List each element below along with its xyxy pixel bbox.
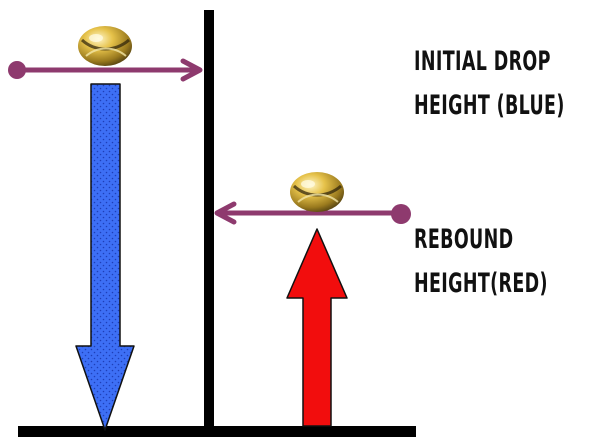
initial-drop-arrow [75,83,135,431]
pointer-dot [8,61,26,79]
vertical-pole [204,10,214,430]
initial-drop-label: Initial Drop height (blue) [414,40,565,128]
rebound-label-line2: Height(red) [414,268,548,299]
initial-drop-pointer [8,58,203,82]
initial-drop-label-line2: height (blue) [414,90,565,121]
initial-drop-label-line1: Initial Drop [414,46,551,77]
pointer-dot [391,204,411,224]
rebound-label: Rebound Height(red) [414,218,548,306]
ground-line [18,426,416,437]
tennis-ball-icon [290,172,344,212]
tennis-ball-icon [78,26,132,66]
rebound-arrow [286,228,348,427]
rebound-pointer [214,201,411,225]
rebound-label-line1: Rebound [414,224,514,255]
